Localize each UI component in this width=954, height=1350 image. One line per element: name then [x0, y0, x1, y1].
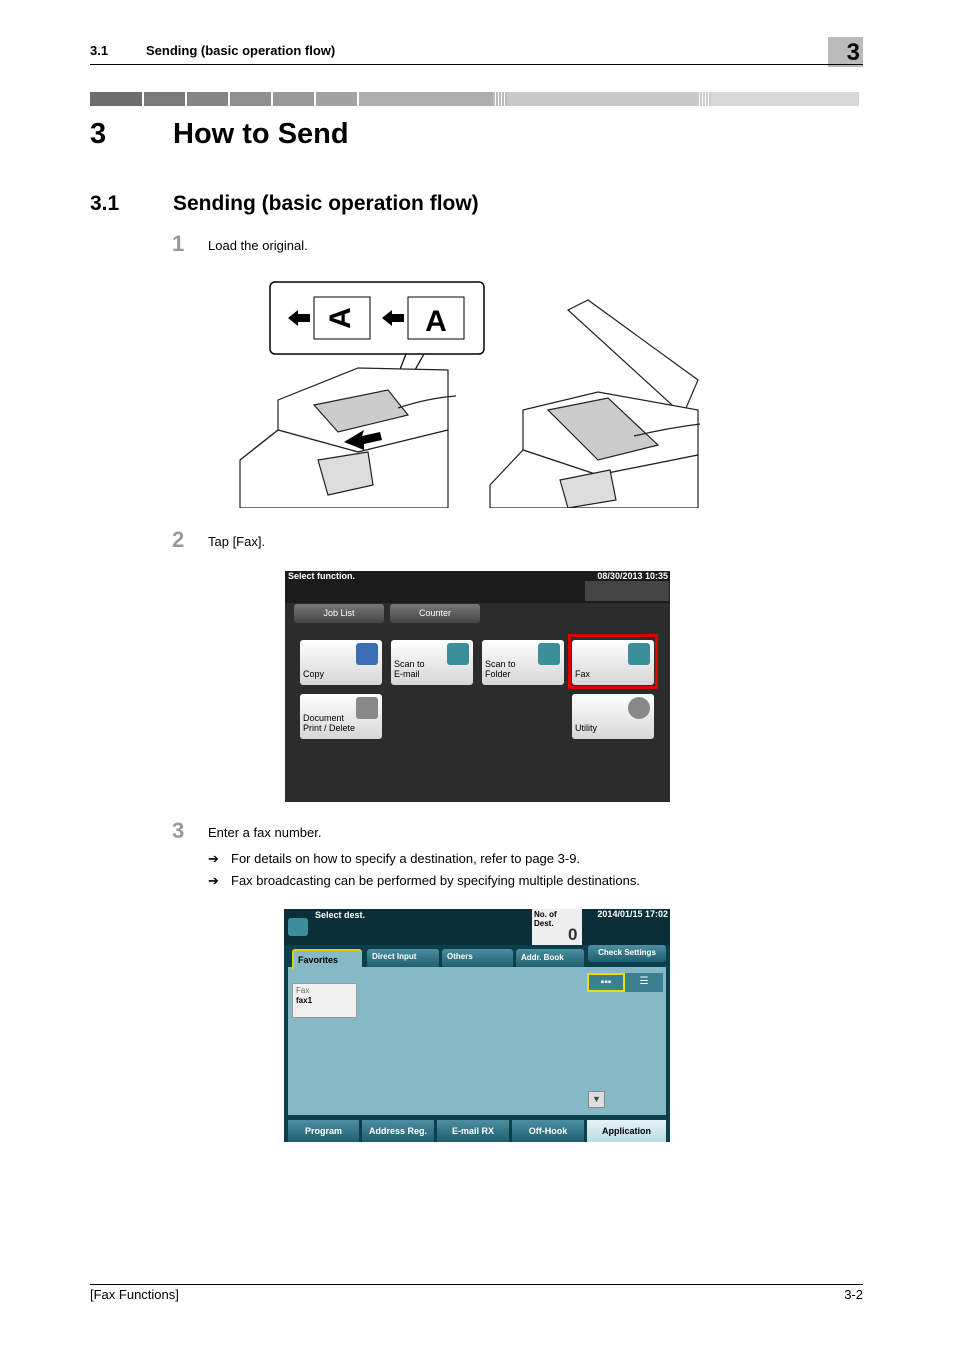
check-settings-button[interactable]: Check Settings: [588, 945, 666, 962]
utility-button[interactable]: Utility: [572, 694, 654, 739]
rotated-letter: A: [324, 307, 357, 329]
step-text: Load the original.: [208, 238, 308, 253]
application-button[interactable]: Application: [587, 1120, 666, 1142]
header-rule: [90, 64, 863, 65]
note-text: For details on how to specify a destinat…: [231, 851, 581, 866]
screen-title: Select function.: [288, 571, 356, 581]
step-text: Tap [Fax].: [208, 534, 266, 549]
folder-icon: [538, 643, 560, 665]
tab-direct-input[interactable]: Direct Input: [367, 949, 439, 967]
scan-to-email-button[interactable]: Scan to E-mail: [391, 640, 473, 685]
copy-button[interactable]: Copy: [300, 640, 382, 685]
num-dest-value: 0: [568, 925, 578, 944]
scan-to-folder-button[interactable]: Scan to Folder: [482, 640, 564, 685]
copy-icon: [356, 643, 378, 665]
footer-rule: [90, 1284, 863, 1285]
gear-icon: [628, 697, 650, 719]
tab-others[interactable]: Others: [442, 949, 513, 967]
footer-page-number: 3-2: [844, 1287, 863, 1302]
screen-title: Select dest.: [315, 910, 366, 920]
tab-favorites[interactable]: Favorites: [292, 949, 362, 969]
card-type: Fax: [296, 986, 310, 995]
address-reg-button[interactable]: Address Reg.: [362, 1120, 434, 1142]
footer-manual-title: [Fax Functions]: [90, 1287, 179, 1302]
header-section-number: 3.1: [90, 43, 109, 58]
list-view-button[interactable]: ☰: [625, 973, 663, 992]
off-hook-button[interactable]: Off-Hook: [512, 1120, 584, 1142]
grid-view-button[interactable]: ▪▪▪: [587, 973, 625, 992]
fax-highlight: [568, 634, 658, 689]
section-title: Sending (basic operation flow): [173, 192, 479, 215]
fax-button[interactable]: Fax: [572, 640, 654, 685]
screen-date: 08/30/2013 10:35: [597, 571, 668, 581]
note-text: Fax broadcasting can be performed by spe…: [231, 873, 640, 888]
document-print-delete-button[interactable]: Document Print / Delete: [300, 694, 382, 739]
chapter-band: [90, 92, 863, 106]
load-original-illustration: A A: [238, 280, 704, 509]
select-destination-screen: Select dest. No. of Dest. 0 2014/01/15 1…: [284, 909, 670, 1142]
num-dest-label: No. of Dest.: [532, 909, 582, 945]
step-number: 1: [172, 231, 185, 256]
header-chapter-number: 3: [828, 37, 863, 67]
email-icon: [447, 643, 469, 665]
job-list-button[interactable]: Job List: [294, 604, 384, 623]
section-number: 3.1: [90, 192, 120, 215]
fax-icon: [628, 643, 650, 665]
chapter-title: How to Send: [173, 118, 349, 150]
note-arrow-icon: ➔: [208, 873, 219, 888]
program-button[interactable]: Program: [288, 1120, 359, 1142]
document-icon: [356, 697, 378, 719]
step-number: 3: [172, 818, 185, 843]
screen-date: 2014/01/15 17:02: [597, 909, 668, 919]
chapter-number: 3: [90, 118, 107, 150]
email-rx-button[interactable]: E-mail RX: [437, 1120, 509, 1142]
select-function-screen: Select function. 08/30/2013 10:35 Job Li…: [285, 571, 670, 802]
note-arrow-icon: ➔: [208, 851, 219, 866]
upright-letter: A: [425, 305, 447, 338]
fax-icon: [288, 918, 308, 936]
destination-card[interactable]: Fax fax1: [292, 983, 357, 1018]
header-section-title: Sending (basic operation flow): [146, 43, 336, 58]
card-name: fax1: [296, 996, 313, 1005]
scroll-down-icon[interactable]: ▼: [588, 1091, 605, 1108]
toner-indicator: [585, 581, 669, 601]
step-text: Enter a fax number.: [208, 825, 322, 840]
tab-addr-book[interactable]: Addr. Book: [516, 949, 584, 967]
counter-button[interactable]: Counter: [390, 604, 480, 623]
step-number: 2: [172, 527, 185, 552]
